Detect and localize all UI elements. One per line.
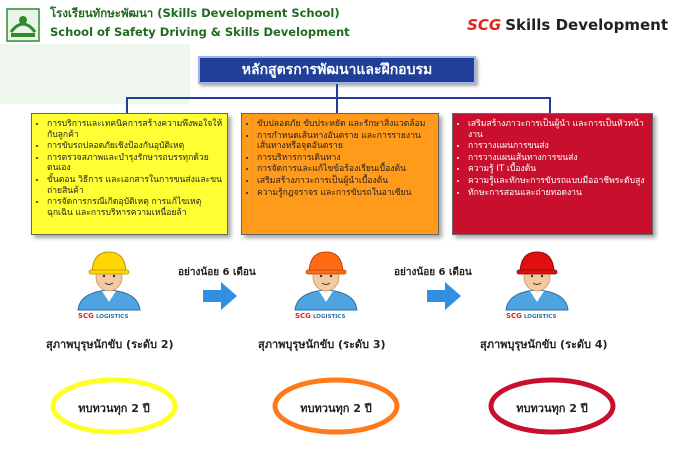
course-item: การบริหารการเดินทาง: [257, 153, 434, 164]
course-column-level-2: การบริการและเทคนิคการสร้างความพึงพอใจให้…: [31, 113, 228, 235]
level-2-caption: สุภาพบุรุษนักขับ (ระดับ 2): [46, 338, 174, 351]
helmet-orange-icon: [308, 251, 344, 273]
worker-helmet-orange-icon: SCG LOGISTICS: [294, 251, 358, 320]
background-watermark: [0, 44, 190, 104]
course-item: การกำหนดเส้นทางอันตราย และการรายงานเส้นท…: [257, 131, 434, 152]
scg-logistics-logo-icon: SCG LOGISTICS: [506, 312, 556, 320]
logo-logistics: LOGISTICS: [313, 314, 345, 320]
page-title: หลักสูตรการพัฒนาและฝึกอบรม: [198, 56, 476, 84]
brand-rest: Skills Development: [505, 16, 668, 34]
logo-scg: SCG: [78, 312, 94, 320]
course-item: เสริมสร้างภาวะการเป็นผู้นำ และการเป็นหัว…: [468, 119, 648, 140]
helmet-red-icon: [519, 251, 555, 273]
course-item: การวางแผนการขนส่ง: [468, 141, 648, 152]
scg-logistics-logo-icon: SCG LOGISTICS: [78, 312, 128, 320]
arrow-right-icon: [427, 282, 461, 310]
course-column-level-3: ขับปลอดภัย ขับประหยัด และรักษาสิ่งแวดล้อ…: [241, 113, 439, 235]
scg-logistics-logo-icon: SCG LOGISTICS: [295, 312, 345, 320]
course-item: ความรู้และทักษะการขับรถแบบมืออาชีพระดับส…: [468, 176, 648, 187]
course-item: การขับรถปลอดภัยเชิงป้องกันอุบัติเหตุ: [47, 141, 223, 152]
course-item: ขับปลอดภัย ขับประหยัด และรักษาสิ่งแวดล้อ…: [257, 119, 434, 130]
helmet-yellow-icon: [91, 251, 127, 273]
worker-helmet-red-icon: SCG LOGISTICS: [505, 251, 569, 320]
course-item: ความรู้ IT เบื้องต้น: [468, 164, 648, 175]
logo-scg: SCG: [506, 312, 522, 320]
connector-drop-1: [126, 97, 128, 113]
review-label-level-4: ทบทวนทุก 2 ปี: [516, 402, 588, 415]
course-item: การวางแผนเส้นทางการขนส่ง: [468, 153, 648, 164]
review-label-level-3: ทบทวนทุก 2 ปี: [300, 402, 372, 415]
course-item: ขั้นตอน วิธีการ และเอกสารในการขนส่งและขน…: [47, 175, 223, 196]
school-name-english: School of Safety Driving & Skills Develo…: [50, 25, 350, 39]
level-3-caption: สุภาพบุรุษนักขับ (ระดับ 3): [258, 338, 386, 351]
course-item: การตรวจสภาพและบำรุงรักษารถบรรทุกด้วยตนเอ…: [47, 153, 223, 174]
worker-helmet-yellow-icon: SCG LOGISTICS: [77, 251, 141, 320]
logo-logistics: LOGISTICS: [524, 314, 556, 320]
connector-horizontal: [126, 97, 550, 99]
logo-scg: SCG: [295, 312, 311, 320]
course-item: เสริมสร้างภาวะการเป็นผู้นำเบื้องต้น: [257, 176, 434, 187]
review-label-level-2: ทบทวนทุก 2 ปี: [78, 402, 150, 415]
course-column-level-4: เสริมสร้างภาวะการเป็นผู้นำ และการเป็นหัว…: [452, 113, 653, 235]
course-item: ความรู้กฎจราจร และการขับรถในอาเซียน: [257, 188, 434, 199]
course-item: ทักษะการสอนและถ่ายทอดงาน: [468, 188, 648, 199]
connector-drop-2: [336, 97, 338, 113]
course-item: การบริการและเทคนิคการสร้างความพึงพอใจให้…: [47, 119, 223, 140]
course-item: การจัดการกรณีเกิดอุบัติเหตุ การแก้ไขเหตุ…: [47, 197, 223, 218]
course-item: การจัดการและแก้ไขข้อร้องเรียนเบื้องต้น: [257, 164, 434, 175]
review-ring-orange-icon: [272, 377, 400, 435]
school-logo-icon: [6, 8, 40, 42]
connector-drop-3: [549, 97, 551, 113]
review-ring-red-icon: [488, 377, 616, 435]
connector-vertical: [336, 84, 338, 98]
school-name-thai: โรงเรียนทักษะพัฒนา (Skills Development S…: [50, 6, 340, 20]
arrow-label-2: อย่างน้อย 6 เดือน: [394, 267, 472, 278]
arrow-right-icon: [203, 282, 237, 310]
review-ring-yellow-icon: [50, 377, 178, 435]
brand-scg: SCG: [467, 16, 502, 34]
logo-logistics: LOGISTICS: [96, 314, 128, 320]
arrow-label-1: อย่างน้อย 6 เดือน: [178, 267, 256, 278]
level-4-caption: สุภาพบุรุษนักขับ (ระดับ 4): [480, 338, 608, 351]
